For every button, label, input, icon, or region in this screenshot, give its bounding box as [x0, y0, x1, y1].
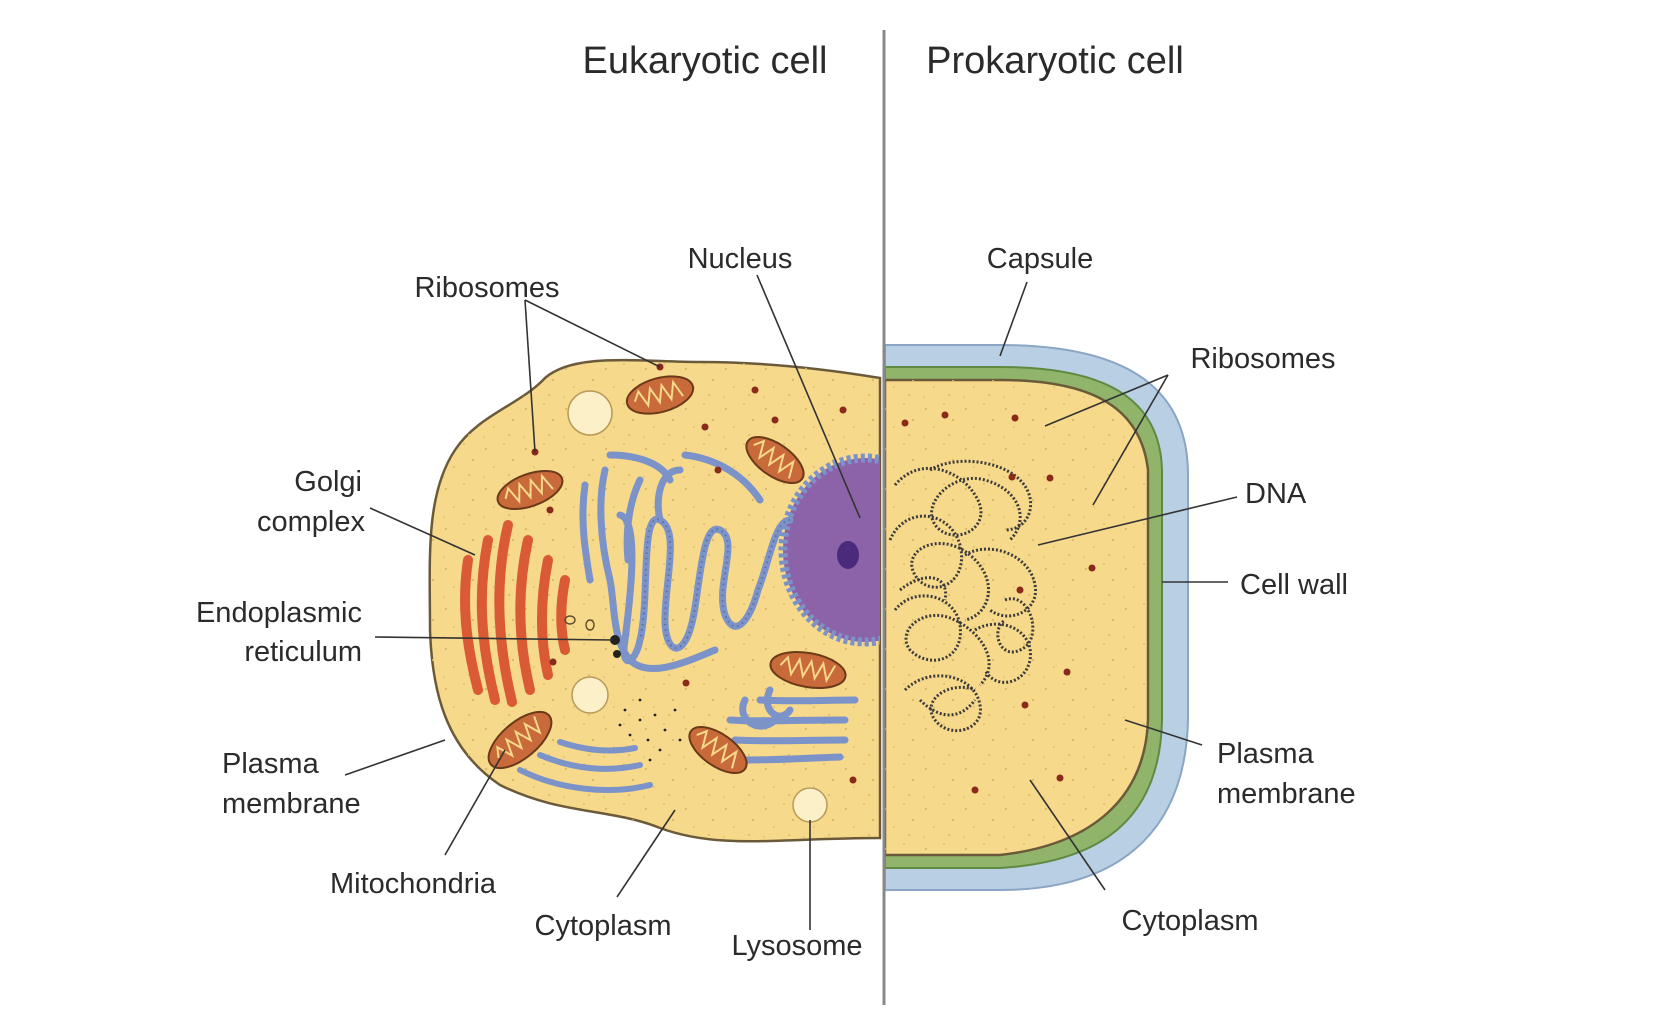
label-dna: DNA: [1245, 478, 1307, 510]
label-er-line2: reticulum: [244, 636, 362, 668]
label-plasma-eukaryotic-line1: Plasma: [222, 748, 320, 780]
label-plasma-eukaryotic-line2: membrane: [222, 788, 361, 820]
nucleus: [778, 453, 880, 647]
prokaryotic-labels: Capsule Ribosomes DNA Cell wall Plasma m…: [987, 243, 1356, 937]
mitochondrion: [496, 469, 564, 511]
lysosomes: [567, 390, 828, 823]
nucleolus: [837, 541, 859, 569]
prokaryotic-ribosomes: [901, 411, 1096, 794]
label-cytoplasm-prokaryotic: Cytoplasm: [1122, 905, 1259, 937]
label-golgi-line2: complex: [257, 506, 365, 538]
leader-lines: [344, 274, 1238, 930]
label-plasma-prokaryotic-line1: Plasma: [1217, 738, 1315, 770]
label-cell-wall: Cell wall: [1240, 569, 1348, 601]
golgi-complex: [460, 520, 570, 707]
smooth-er: [517, 739, 653, 793]
small-vesicles: [564, 615, 595, 631]
mitochondria-group: [487, 375, 847, 775]
label-ribosomes-prokaryotic: Ribosomes: [1190, 343, 1335, 375]
prokaryotic-title: Prokaryotic cell: [926, 40, 1184, 82]
label-capsule: Capsule: [987, 243, 1093, 275]
prokaryotic-cell: [883, 344, 1189, 891]
label-er-line1: Endoplasmic: [196, 597, 362, 629]
eukaryotic-labels: Nucleus Ribosomes Golgi complex Endoplas…: [196, 243, 863, 962]
label-plasma-prokaryotic-line2: membrane: [1217, 778, 1356, 810]
dna-nucleoid: [888, 459, 1037, 733]
label-golgi-line1: Golgi: [294, 466, 362, 498]
eukaryotic-title: Eukaryotic cell: [583, 40, 828, 82]
mitochondrion: [745, 435, 805, 485]
label-ribosomes-eukaryotic: Ribosomes: [414, 272, 559, 304]
free-granules: [610, 635, 682, 762]
prokaryotic-cytoplasm-texture: [885, 380, 1148, 855]
mitochondrion: [625, 375, 695, 415]
label-nucleus: Nucleus: [688, 243, 793, 275]
label-cytoplasm-eukaryotic: Cytoplasm: [535, 910, 672, 942]
label-lysosome: Lysosome: [731, 930, 862, 962]
label-mitochondria: Mitochondria: [330, 868, 497, 900]
mitochondrion: [688, 725, 748, 775]
mitochondrion: [769, 651, 847, 689]
eukaryotic-cell: [428, 358, 882, 843]
